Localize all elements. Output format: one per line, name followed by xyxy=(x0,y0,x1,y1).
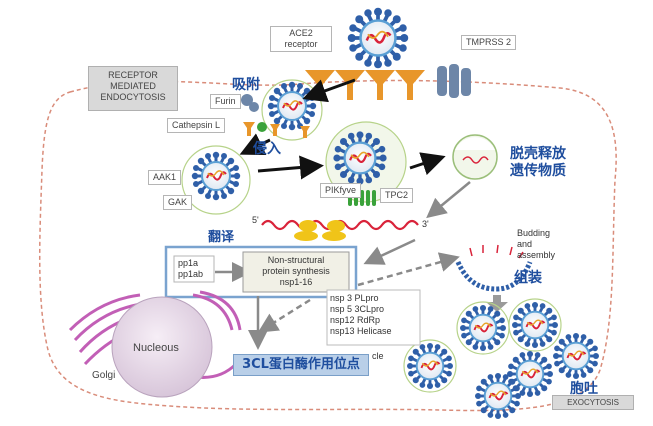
nsp-list-label: nsp 3 PLpro nsp 5 3CLpro nsp12 RdRp nsp1… xyxy=(330,293,392,336)
pp1a-label: pp1a pp1ab xyxy=(178,258,204,279)
ace2-receptors xyxy=(305,70,425,100)
receptor-endocytosis-label: RECEPTOR MEDIATED ENDOCYTOSIS xyxy=(88,66,178,111)
gak-label: GAK xyxy=(163,195,193,210)
budding-assembly xyxy=(455,244,533,292)
assembly-cn-label: 组装 xyxy=(514,270,542,286)
furin-protein xyxy=(241,94,259,112)
mini-receptors xyxy=(243,122,310,138)
exiting-viruses xyxy=(403,298,601,421)
protease-site-label: 3CL蛋白酶作用位点 xyxy=(233,354,369,376)
cle-label: cle xyxy=(372,351,384,361)
exocytosis-cn-label: 胞吐 xyxy=(570,381,598,397)
three-prime-label: 3' xyxy=(422,219,429,229)
cathepsin-label: Cathepsin L xyxy=(167,118,226,133)
tpc2-label: TPC2 xyxy=(380,188,414,203)
ribosomes xyxy=(294,220,346,241)
aak1-label: AAK1 xyxy=(148,170,182,185)
grey-arrows xyxy=(215,181,471,350)
entry-cn-label: 侵入 xyxy=(253,141,281,157)
golgi-label: Golgi xyxy=(92,370,116,381)
cathepsin-protein xyxy=(257,122,267,132)
translation-frame xyxy=(164,245,358,299)
budding-label: Budding and assembly xyxy=(517,228,556,260)
translation-cn-label: 翻译 xyxy=(208,230,235,245)
adsorption-cn-label: 吸附 xyxy=(232,77,260,93)
ace2-label: ACE2 receptor xyxy=(270,26,332,52)
exocytosis-label: EXOCYTOSIS xyxy=(552,395,634,410)
tmprss2-protein xyxy=(437,64,471,98)
nucleus-shape xyxy=(111,296,213,398)
nsp-synthesis-label: Non-structural protein synthesis nsp1-16 xyxy=(262,255,330,287)
process-arrows xyxy=(239,78,446,180)
pikfyve-label: PIKfyve xyxy=(320,183,362,198)
tmprss2-label: TMPRSS 2 xyxy=(461,35,517,50)
uncoating-cn-label: 脱壳释放 遗传物质 xyxy=(510,146,566,179)
five-prime-label: 5' xyxy=(252,215,259,225)
nucleus-label: Nucleous xyxy=(133,342,179,354)
furin-label: Furin xyxy=(210,94,241,109)
